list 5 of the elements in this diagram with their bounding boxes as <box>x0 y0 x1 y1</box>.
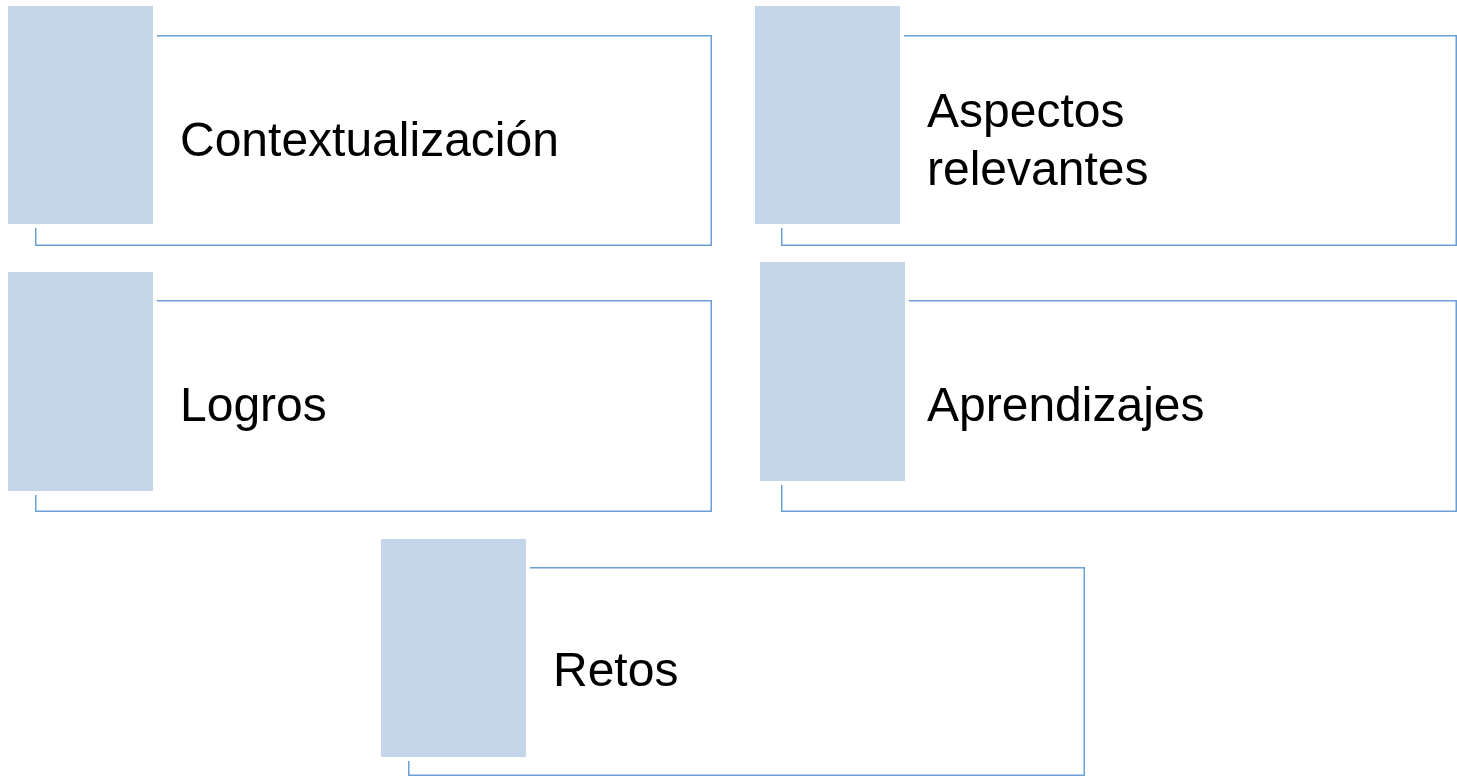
heading-text: Aprendizajes <box>927 377 1205 434</box>
heading-text: Contextualización <box>180 112 559 169</box>
heading-text: Retos <box>553 642 679 699</box>
heading-text: Logros <box>180 377 327 434</box>
heading-text: Aspectos relevantes <box>927 83 1150 197</box>
